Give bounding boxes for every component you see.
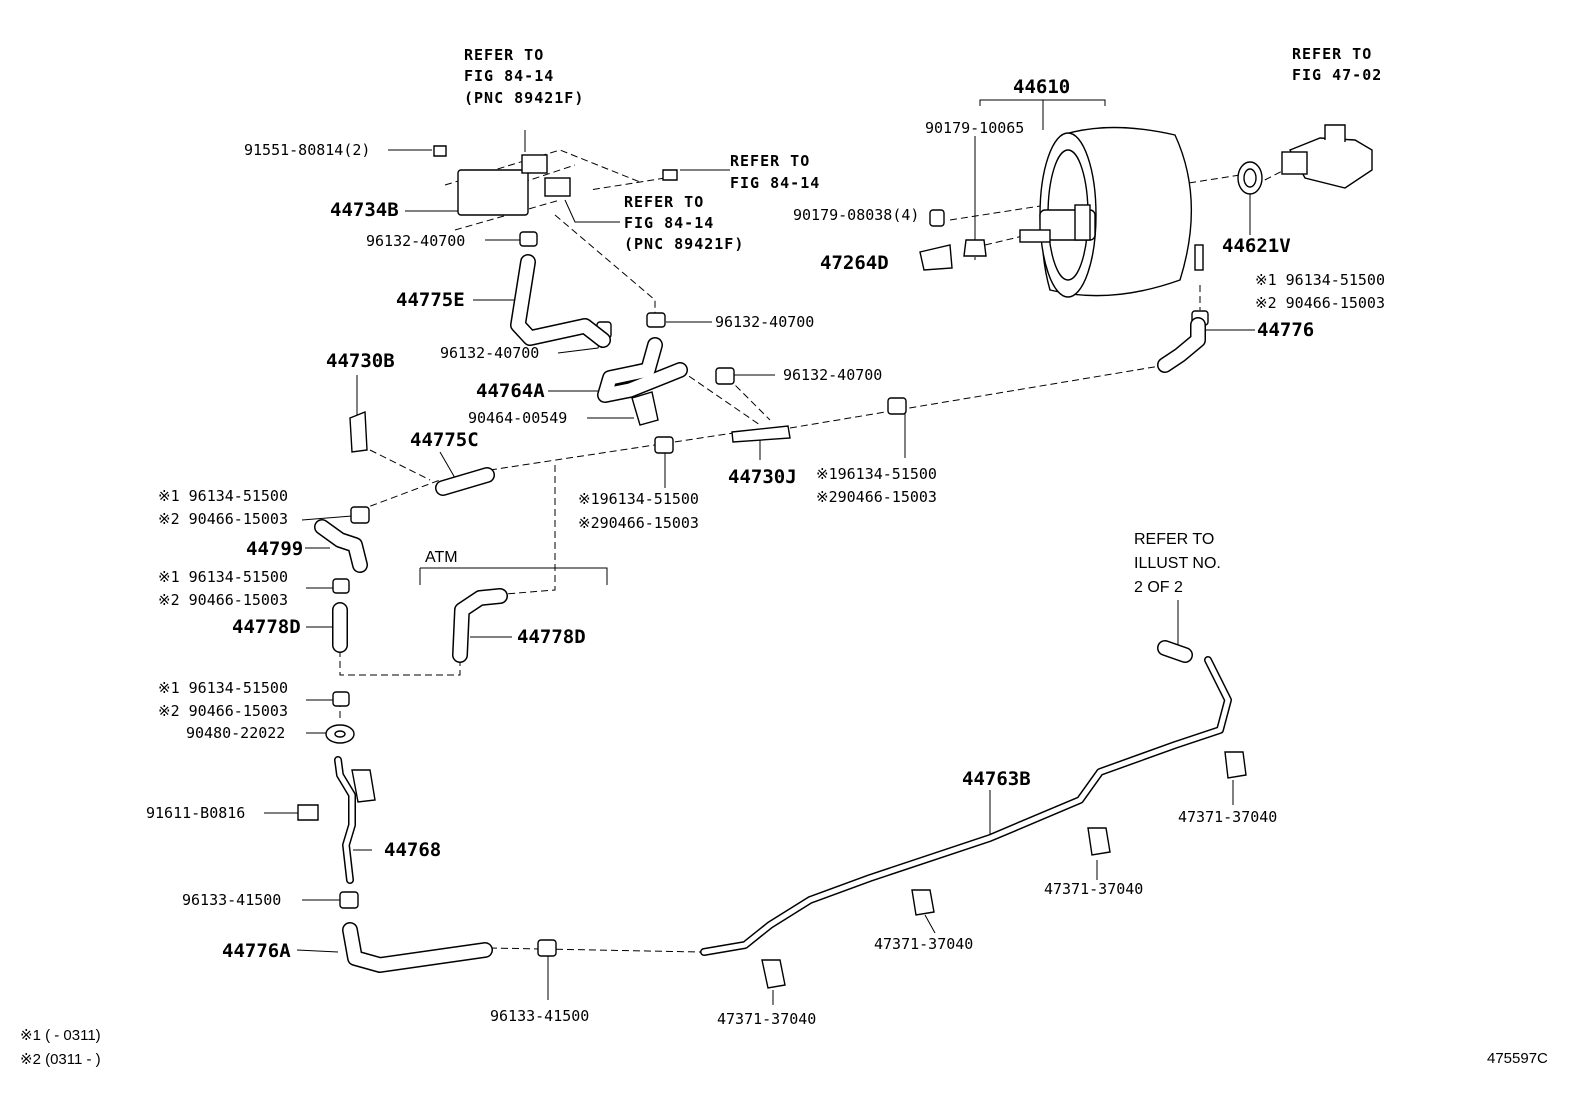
- label-47371-37040-b: 47371-37040: [874, 935, 973, 953]
- ref-fig-47-02-line1: REFER TO: [1292, 45, 1372, 63]
- footnotes: ※1 ( - 0311) ※2 (0311 - ) 475597C: [20, 1027, 1548, 1068]
- label-96132-40700-c: 96132-40700: [715, 313, 814, 331]
- label-96132-40700-b: 96132-40700: [440, 344, 539, 362]
- label-91551-80814: 91551-80814(2): [244, 141, 370, 159]
- ref-fig-84-14-pnc-mid-line1: REFER TO: [624, 193, 704, 211]
- label-90480-22022: 90480-22022: [186, 724, 285, 742]
- label-44799: 44799: [246, 538, 303, 560]
- ref-fig-84-14-pnc-top-line3: (PNC 89421F): [464, 89, 584, 107]
- label-44763B: 44763B: [962, 768, 1031, 790]
- label-44610: 44610: [1013, 76, 1070, 98]
- label-44776: 44776: [1257, 319, 1314, 341]
- label-91611-B0816: 91611-B0816: [146, 804, 245, 822]
- label-44775C: 44775C: [410, 429, 479, 451]
- clamp-variant-labels: ※1 96134-51500 ※2 90466-15003 ※196134-51…: [158, 271, 1385, 720]
- label-44778D-left: 44778D: [232, 616, 301, 638]
- vacuum-pipes: [334, 656, 1232, 956]
- small-parts: [297, 145, 1209, 957]
- ref-fig-84-14-right-line2: FIG 84-14: [730, 174, 820, 192]
- ref-illust-line3: 2 OF 2: [1134, 579, 1183, 596]
- label-44764A: 44764A: [476, 380, 545, 402]
- label-clamp-right-mid-1: ※196134-51500: [816, 465, 937, 483]
- label-clamp-left3-2: ※2 90466-15003: [158, 702, 288, 720]
- ref-fig-84-14-pnc-mid-line2: FIG 84-14: [624, 214, 714, 232]
- label-clamp-left2-2: ※2 90466-15003: [158, 591, 288, 609]
- label-90179-10065: 90179-10065: [925, 119, 1024, 137]
- label-clamp-left3-1: ※1 96134-51500: [158, 679, 288, 697]
- leader-lines: [264, 99, 1255, 1005]
- label-44734B: 44734B: [330, 199, 399, 221]
- ref-fig-84-14-pnc-top-line2: FIG 84-14: [464, 67, 554, 85]
- ref-illust-line1: REFER TO: [1134, 531, 1214, 548]
- label-96133-41500-a: 96133-41500: [182, 891, 281, 909]
- label-44775E: 44775E: [396, 289, 465, 311]
- ref-fig-84-14-pnc-mid-line3: (PNC 89421F): [624, 235, 744, 253]
- label-clamp-left1-1: ※1 96134-51500: [158, 487, 288, 505]
- atm-group-label: ATM: [425, 549, 458, 566]
- label-44776A: 44776A: [222, 940, 291, 962]
- label-clamp-right-upper-1: ※1 96134-51500: [1255, 271, 1385, 289]
- reference-labels: REFER TO FIG 84-14 (PNC 89421F) REFER TO…: [425, 45, 1382, 596]
- ref-fig-47-02-line2: FIG 47-02: [1292, 66, 1382, 84]
- label-47371-37040-a: 47371-37040: [717, 1010, 816, 1028]
- label-47264D: 47264D: [820, 252, 889, 274]
- label-96132-40700-a: 96132-40700: [366, 232, 465, 250]
- footnote-1: ※1 ( - 0311): [20, 1027, 101, 1044]
- label-44768: 44768: [384, 839, 441, 861]
- figure-code: 475597C: [1487, 1050, 1548, 1067]
- label-90464-00549: 90464-00549: [468, 409, 567, 427]
- label-clamp-right-mid-2: ※290466-15003: [816, 488, 937, 506]
- vacuum-hoses: [314, 254, 1206, 973]
- label-clamp-left2-1: ※1 96134-51500: [158, 568, 288, 586]
- label-96133-41500-b: 96133-41500: [490, 1007, 589, 1025]
- ref-illust-line2: ILLUST NO.: [1134, 555, 1221, 572]
- label-44778D-atm: 44778D: [517, 626, 586, 648]
- footnote-2: ※2 (0311 - ): [20, 1051, 101, 1068]
- label-47371-37040-d: 47371-37040: [1178, 808, 1277, 826]
- label-44730B: 44730B: [326, 350, 395, 372]
- label-clamp-right-upper-2: ※2 90466-15003: [1255, 294, 1385, 312]
- label-clamp-center-2: ※290466-15003: [578, 514, 699, 532]
- part-number-labels: 91551-80814(2) 44734B 96132-40700 44775E…: [146, 76, 1314, 1028]
- label-clamp-center-1: ※196134-51500: [578, 490, 699, 508]
- ref-fig-84-14-pnc-top-line1: REFER TO: [464, 46, 544, 64]
- label-44730J: 44730J: [728, 466, 797, 488]
- brake-booster-assembly: [1019, 124, 1373, 298]
- label-47371-37040-c: 47371-37040: [1044, 880, 1143, 898]
- label-90179-08038: 90179-08038(4): [793, 206, 919, 224]
- ref-fig-84-14-right-line1: REFER TO: [730, 152, 810, 170]
- pipe-clips: [761, 751, 1247, 989]
- label-96132-40700-d: 96132-40700: [783, 366, 882, 384]
- label-clamp-left1-2: ※2 90466-15003: [158, 510, 288, 528]
- label-44621V: 44621V: [1222, 235, 1291, 257]
